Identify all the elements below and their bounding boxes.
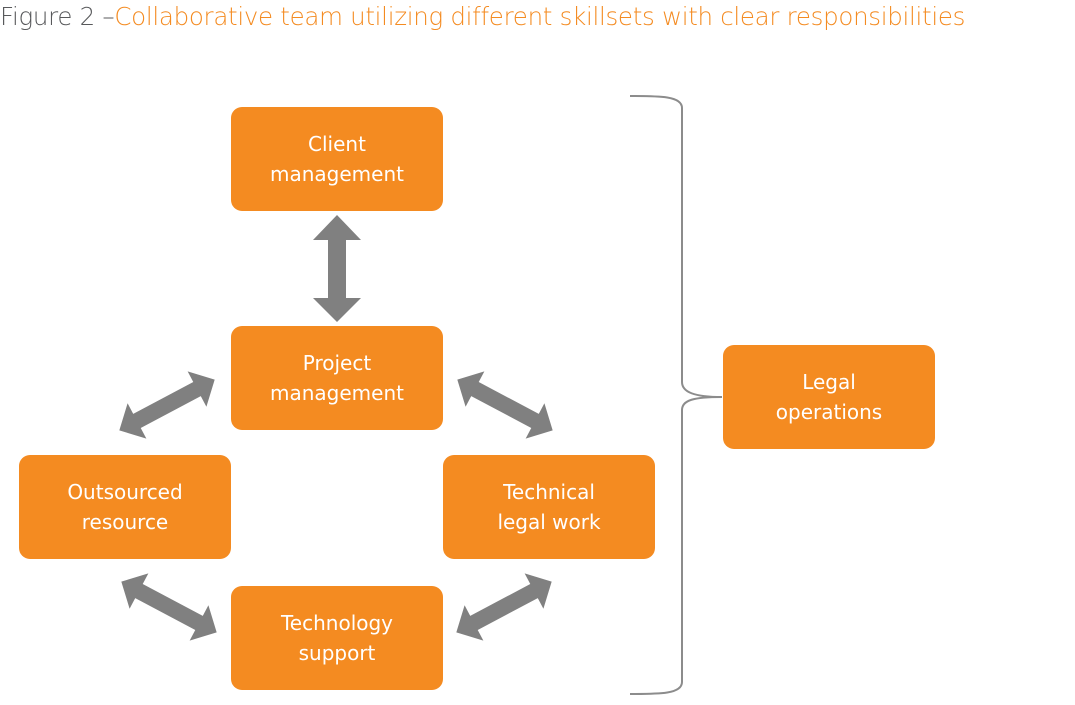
node-outsourced-resource: Outsourced resource [19,455,231,559]
arrow-project-technical [457,371,553,439]
node-client-management: Client management [231,107,443,211]
figure-caption: Collaborative team utilizing different s… [114,2,966,31]
node-technical-legal-work: Technical legal work [443,455,655,559]
arrow-client-project [313,215,361,322]
node-label: Technical legal work [497,480,601,534]
figure-number: Figure 2 – [0,2,115,31]
node-label: Outsourced resource [67,480,183,534]
node-label: Legal operations [775,370,883,424]
node-label: Client management [270,132,404,186]
figure-title: Figure 2 –Collaborative team utilizing d… [0,0,965,34]
node-project-management: Project management [231,326,443,430]
node-label: Project management [270,351,404,405]
grouping-bracket [629,95,723,695]
node-label: Technology support [280,611,394,665]
arrow-outsourced-technology [121,573,217,641]
arrow-project-outsourced [119,371,215,439]
node-technology-support: Technology support [231,586,443,690]
node-legal-operations: Legal operations [723,345,935,449]
arrow-technical-technology [456,573,552,641]
